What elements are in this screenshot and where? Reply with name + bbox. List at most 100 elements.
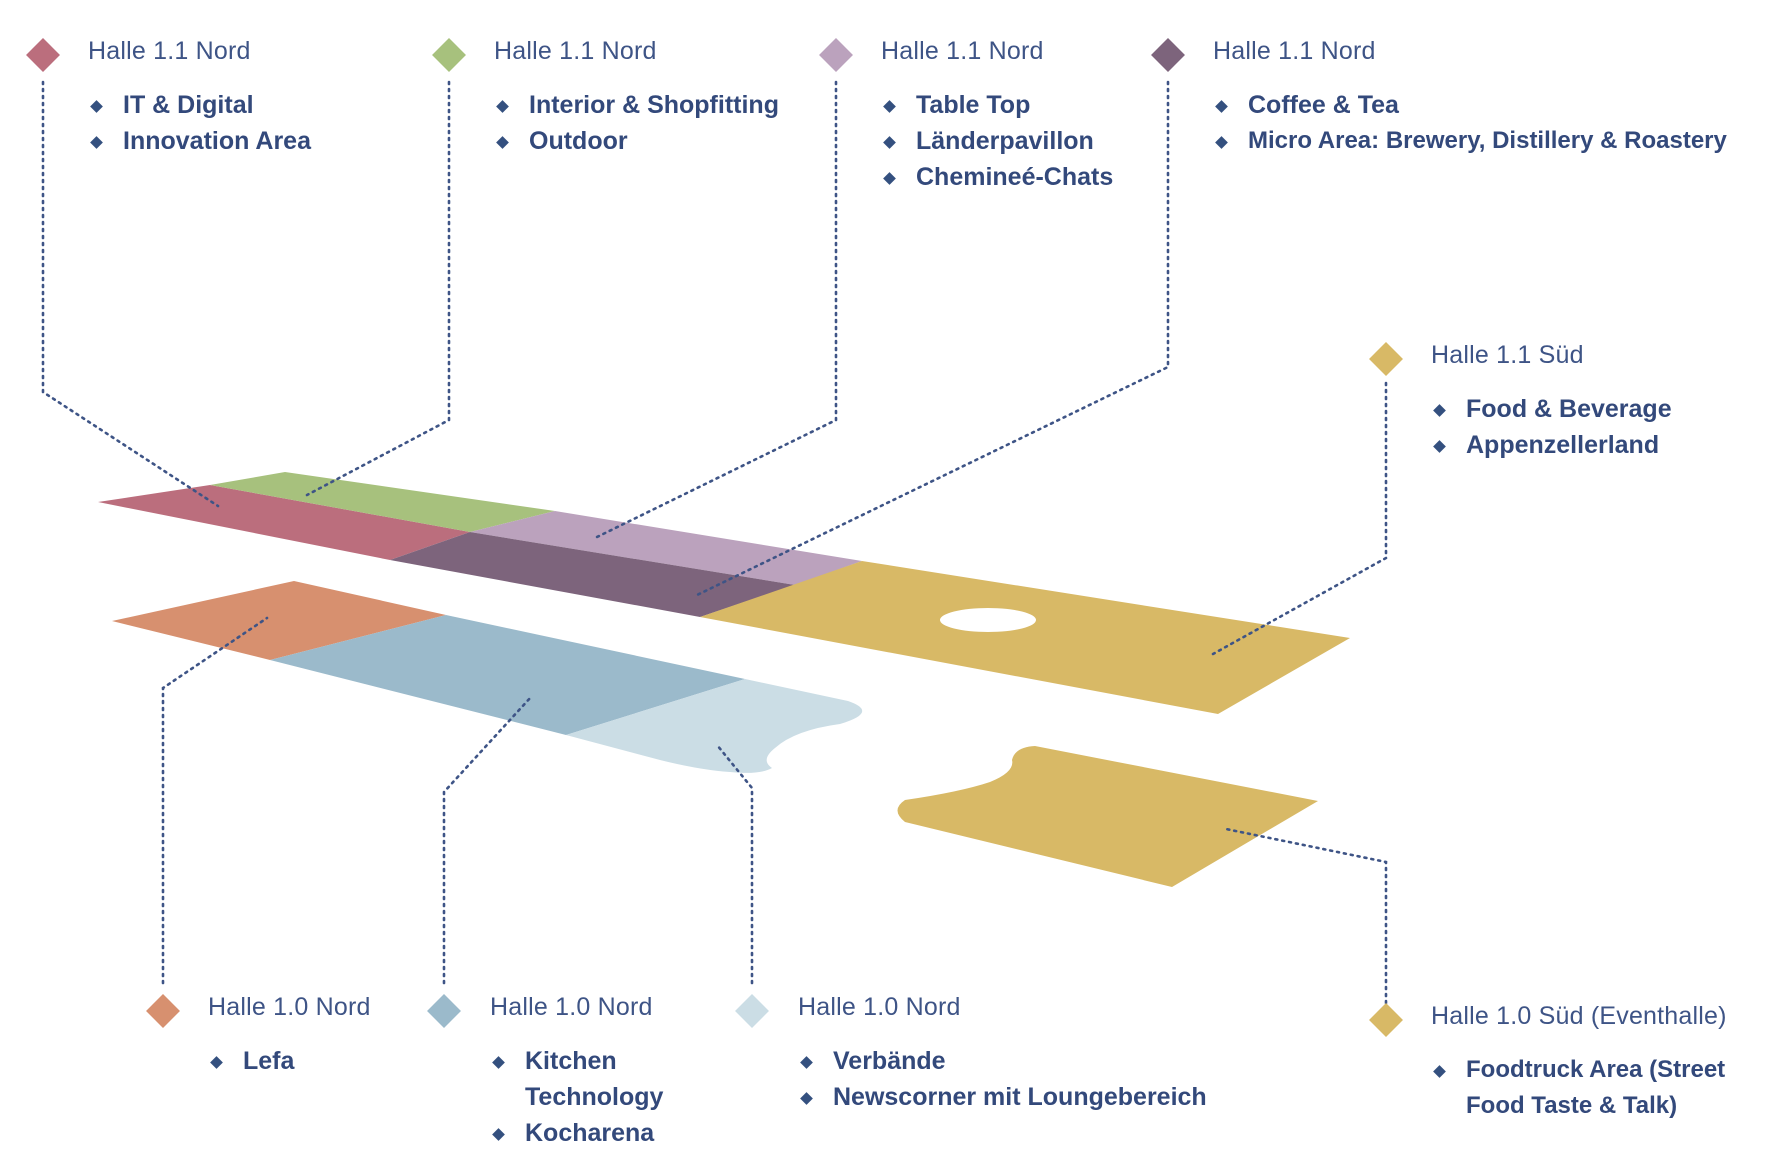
legend-item-label: Lefa bbox=[243, 1047, 295, 1075]
bullet-icon bbox=[1433, 404, 1446, 417]
legend-item-label: Newscorner mit Loungebereich bbox=[833, 1083, 1207, 1111]
legend-hall-title: Halle 1.0 Nord bbox=[798, 993, 961, 1021]
bullet-icon bbox=[496, 100, 509, 113]
bullet-icon bbox=[1215, 100, 1228, 113]
diamond-icon-lightblue bbox=[735, 994, 769, 1028]
legend-item: Kitchen Technology bbox=[490, 1043, 675, 1115]
leader-line-pink bbox=[41, 80, 220, 508]
diamond-icon-gold-sud bbox=[1369, 342, 1403, 376]
leader-line-lightblue bbox=[715, 743, 754, 985]
legend-item: Kocharena bbox=[490, 1115, 675, 1151]
bullet-icon bbox=[492, 1128, 505, 1141]
legend-halle-1-0-nord-orange: Halle 1.0 Nord Lefa bbox=[208, 993, 371, 1079]
legend-item-label: Foodtruck Area (Street Food Taste & Talk… bbox=[1466, 1056, 1726, 1119]
bullet-icon bbox=[883, 136, 896, 149]
zone-lefa-orange[interactable] bbox=[112, 581, 446, 660]
legend-item: Table Top bbox=[881, 87, 1113, 123]
legend-item-label: Micro Area: Brewery, Distillery & Roaste… bbox=[1248, 127, 1727, 154]
legend-halle-1-1-nord-plum: Halle 1.1 Nord Coffee & Tea Micro Area: … bbox=[1213, 37, 1727, 159]
legend-halle-1-1-sud: Halle 1.1 Süd Food & Beverage Appenzelle… bbox=[1431, 341, 1672, 463]
bullet-icon bbox=[883, 100, 896, 113]
zone-coffee-plum[interactable] bbox=[390, 532, 795, 617]
legend-hall-title: Halle 1.0 Nord bbox=[490, 993, 653, 1021]
zone-food-gold[interactable] bbox=[700, 561, 1350, 714]
legend-item-label: Chemineé-Chats bbox=[916, 163, 1114, 191]
legend-item: Chemineé-Chats bbox=[881, 159, 1113, 195]
legend-item-list: Food & Beverage Appenzellerland bbox=[1431, 391, 1672, 463]
legend-item: Food & Beverage bbox=[1431, 391, 1672, 427]
legend-item-list: Interior & Shopfitting Outdoor bbox=[494, 87, 779, 159]
legend-item-label: Food & Beverage bbox=[1466, 395, 1672, 423]
legend-item-label: IT & Digital bbox=[123, 91, 254, 119]
legend-item: Appenzellerland bbox=[1431, 427, 1672, 463]
legend-item-label: Interior & Shopfitting bbox=[529, 91, 779, 119]
legend-item-list: Verbände Newscorner mit Loungebereich bbox=[798, 1043, 1207, 1115]
leader-line-gold-sud bbox=[1211, 381, 1388, 656]
legend-item: Länderpavillon bbox=[881, 123, 1113, 159]
diamond-icon-plum bbox=[1151, 38, 1185, 72]
legend-halle-1-1-nord-lilac: Halle 1.1 Nord Table Top Länderpavillon … bbox=[881, 37, 1113, 195]
legend-hall-title: Halle 1.1 Nord bbox=[494, 37, 657, 65]
bullet-icon bbox=[1433, 1065, 1446, 1078]
legend-item: Verbände bbox=[798, 1043, 1207, 1079]
bullet-icon bbox=[210, 1056, 223, 1069]
diamond-icon-green bbox=[432, 38, 466, 72]
legend-item: IT & Digital bbox=[88, 87, 311, 123]
legend-hall-title: Halle 1.1 Nord bbox=[1213, 37, 1376, 65]
legend-item-label: Kitchen Technology bbox=[525, 1047, 664, 1111]
legend-halle-1-1-nord-pink: Halle 1.1 Nord IT & Digital Innovation A… bbox=[88, 37, 311, 159]
bullet-icon bbox=[800, 1056, 813, 1069]
legend-halle-1-1-nord-green: Halle 1.1 Nord Interior & Shopfitting Ou… bbox=[494, 37, 779, 159]
legend-item: Micro Area: Brewery, Distillery & Roaste… bbox=[1213, 123, 1727, 159]
legend-item: Foodtruck Area (Street Food Taste & Talk… bbox=[1431, 1052, 1784, 1124]
legend-hall-title: Halle 1.0 Nord bbox=[208, 993, 371, 1021]
legend-item: Newscorner mit Loungebereich bbox=[798, 1079, 1207, 1115]
legend-item-list: Foodtruck Area (Street Food Taste & Talk… bbox=[1431, 1052, 1784, 1124]
legend-item: Coffee & Tea bbox=[1213, 87, 1727, 123]
zone-tabletop-lilac[interactable] bbox=[470, 511, 862, 585]
bullet-icon bbox=[1215, 136, 1228, 149]
zone-innovation-pink[interactable] bbox=[98, 485, 470, 560]
legend-item: Outdoor bbox=[494, 123, 779, 159]
zone-kitchen-blue[interactable] bbox=[270, 615, 745, 735]
legend-item-list: IT & Digital Innovation Area bbox=[88, 87, 311, 159]
bullet-icon bbox=[800, 1092, 813, 1105]
legend-item-list: Coffee & Tea Micro Area: Brewery, Distil… bbox=[1213, 87, 1727, 159]
bullet-icon bbox=[1433, 440, 1446, 453]
bullet-icon bbox=[883, 172, 896, 185]
zone-foodtruck-gold[interactable] bbox=[897, 746, 1319, 887]
bullet-icon bbox=[492, 1056, 505, 1069]
leader-line-lilac bbox=[595, 80, 838, 539]
legend-item-label: Outdoor bbox=[529, 127, 628, 155]
zone-interior-green[interactable] bbox=[210, 472, 555, 532]
diamond-icon-gold-event bbox=[1369, 1003, 1403, 1037]
diamond-icon-lilac bbox=[819, 38, 853, 72]
diamond-icon-blue bbox=[427, 994, 461, 1028]
lower-floor bbox=[112, 581, 1318, 887]
legend-hall-title: Halle 1.1 Süd bbox=[1431, 341, 1584, 369]
legend-item-list: Lefa bbox=[208, 1043, 371, 1079]
upper-floor bbox=[98, 472, 1350, 714]
legend-item-label: Table Top bbox=[916, 91, 1031, 119]
bullet-icon bbox=[496, 136, 509, 149]
legend-item-label: Appenzellerland bbox=[1466, 431, 1660, 459]
legend-item-label: Länderpavillon bbox=[916, 127, 1094, 155]
leader-line-blue bbox=[442, 695, 533, 985]
leader-lines bbox=[41, 80, 1388, 1005]
legend-item-list: Table Top Länderpavillon Chemineé-Chats bbox=[881, 87, 1113, 195]
diamond-icon-pink bbox=[26, 38, 60, 72]
legend-halle-1-0-nord-lightblue: Halle 1.0 Nord Verbände Newscorner mit L… bbox=[798, 993, 1207, 1115]
legend-hall-title: Halle 1.1 Nord bbox=[881, 37, 1044, 65]
bullet-icon bbox=[90, 136, 103, 149]
leader-line-green bbox=[305, 80, 451, 497]
leader-line-orange bbox=[161, 616, 269, 985]
legend-item: Interior & Shopfitting bbox=[494, 87, 779, 123]
leader-line-gold-event bbox=[1224, 827, 1388, 1005]
legend-item: Innovation Area bbox=[88, 123, 311, 159]
legend-hall-title: Halle 1.1 Nord bbox=[88, 37, 251, 65]
legend-item-list: Kitchen Technology Kocharena bbox=[490, 1043, 675, 1151]
legend-item-label: Verbände bbox=[833, 1047, 946, 1075]
legend-halle-1-0-nord-blue: Halle 1.0 Nord Kitchen Technology Kochar… bbox=[490, 993, 675, 1151]
zone-verbaende-lightblue[interactable] bbox=[566, 679, 863, 773]
